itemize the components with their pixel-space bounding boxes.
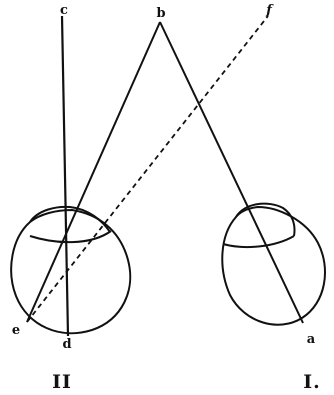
caption-eye-left: II <box>52 371 72 393</box>
label-f: f <box>265 3 274 18</box>
label-e: e <box>12 323 20 338</box>
eye-right <box>221 202 326 326</box>
eye-right-cornea <box>235 202 296 237</box>
line-b-to-e <box>26 21 161 323</box>
line-c-to-d <box>60 15 70 337</box>
label-d: d <box>62 337 71 352</box>
eye-left-cornea <box>29 205 111 233</box>
eye-right-globe <box>221 205 326 326</box>
label-b: b <box>156 6 165 21</box>
eye-right-lens-arc <box>222 235 295 249</box>
eye-left-globe <box>10 208 132 335</box>
line-b-to-a <box>159 21 304 324</box>
eye-left <box>10 205 132 335</box>
line-e-to-f-dashed <box>26 15 269 323</box>
label-a: a <box>307 332 316 347</box>
label-c: c <box>60 3 68 18</box>
caption-eye-right: I. <box>303 371 321 393</box>
eye-left-lens-arc <box>29 230 112 244</box>
